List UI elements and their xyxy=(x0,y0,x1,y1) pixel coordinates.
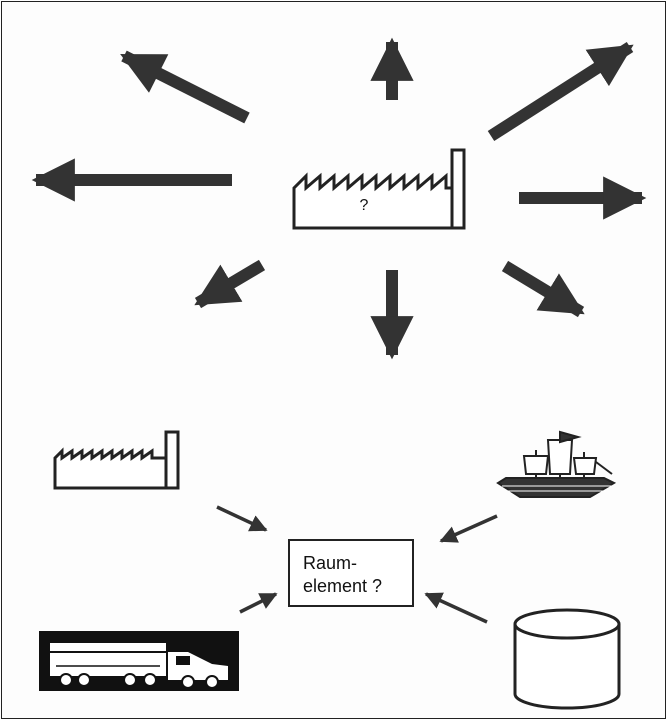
cylinder-tank-icon xyxy=(513,608,621,710)
arrow-down-left xyxy=(194,259,266,309)
incoming-arrows xyxy=(216,505,498,624)
sailing-ship-icon xyxy=(496,430,617,498)
arrow-from-tank xyxy=(424,592,488,624)
raumelement-label-line1: Raum- xyxy=(303,553,357,573)
factory-icon xyxy=(53,430,180,490)
factory-icon xyxy=(292,148,466,230)
raumelement-box xyxy=(288,539,414,607)
arrow-up-right xyxy=(487,41,634,142)
arrow-up-left xyxy=(120,50,250,124)
raumelement-label-line2: element ? xyxy=(303,576,382,596)
arrow-from-factory xyxy=(216,505,268,532)
truck-icon xyxy=(39,631,239,691)
arrow-from-truck xyxy=(239,592,278,614)
outgoing-arrows xyxy=(31,37,647,360)
arrow-down-right xyxy=(501,260,585,318)
arrow-from-ship xyxy=(439,514,498,543)
factory-question-label: ? xyxy=(360,197,369,214)
